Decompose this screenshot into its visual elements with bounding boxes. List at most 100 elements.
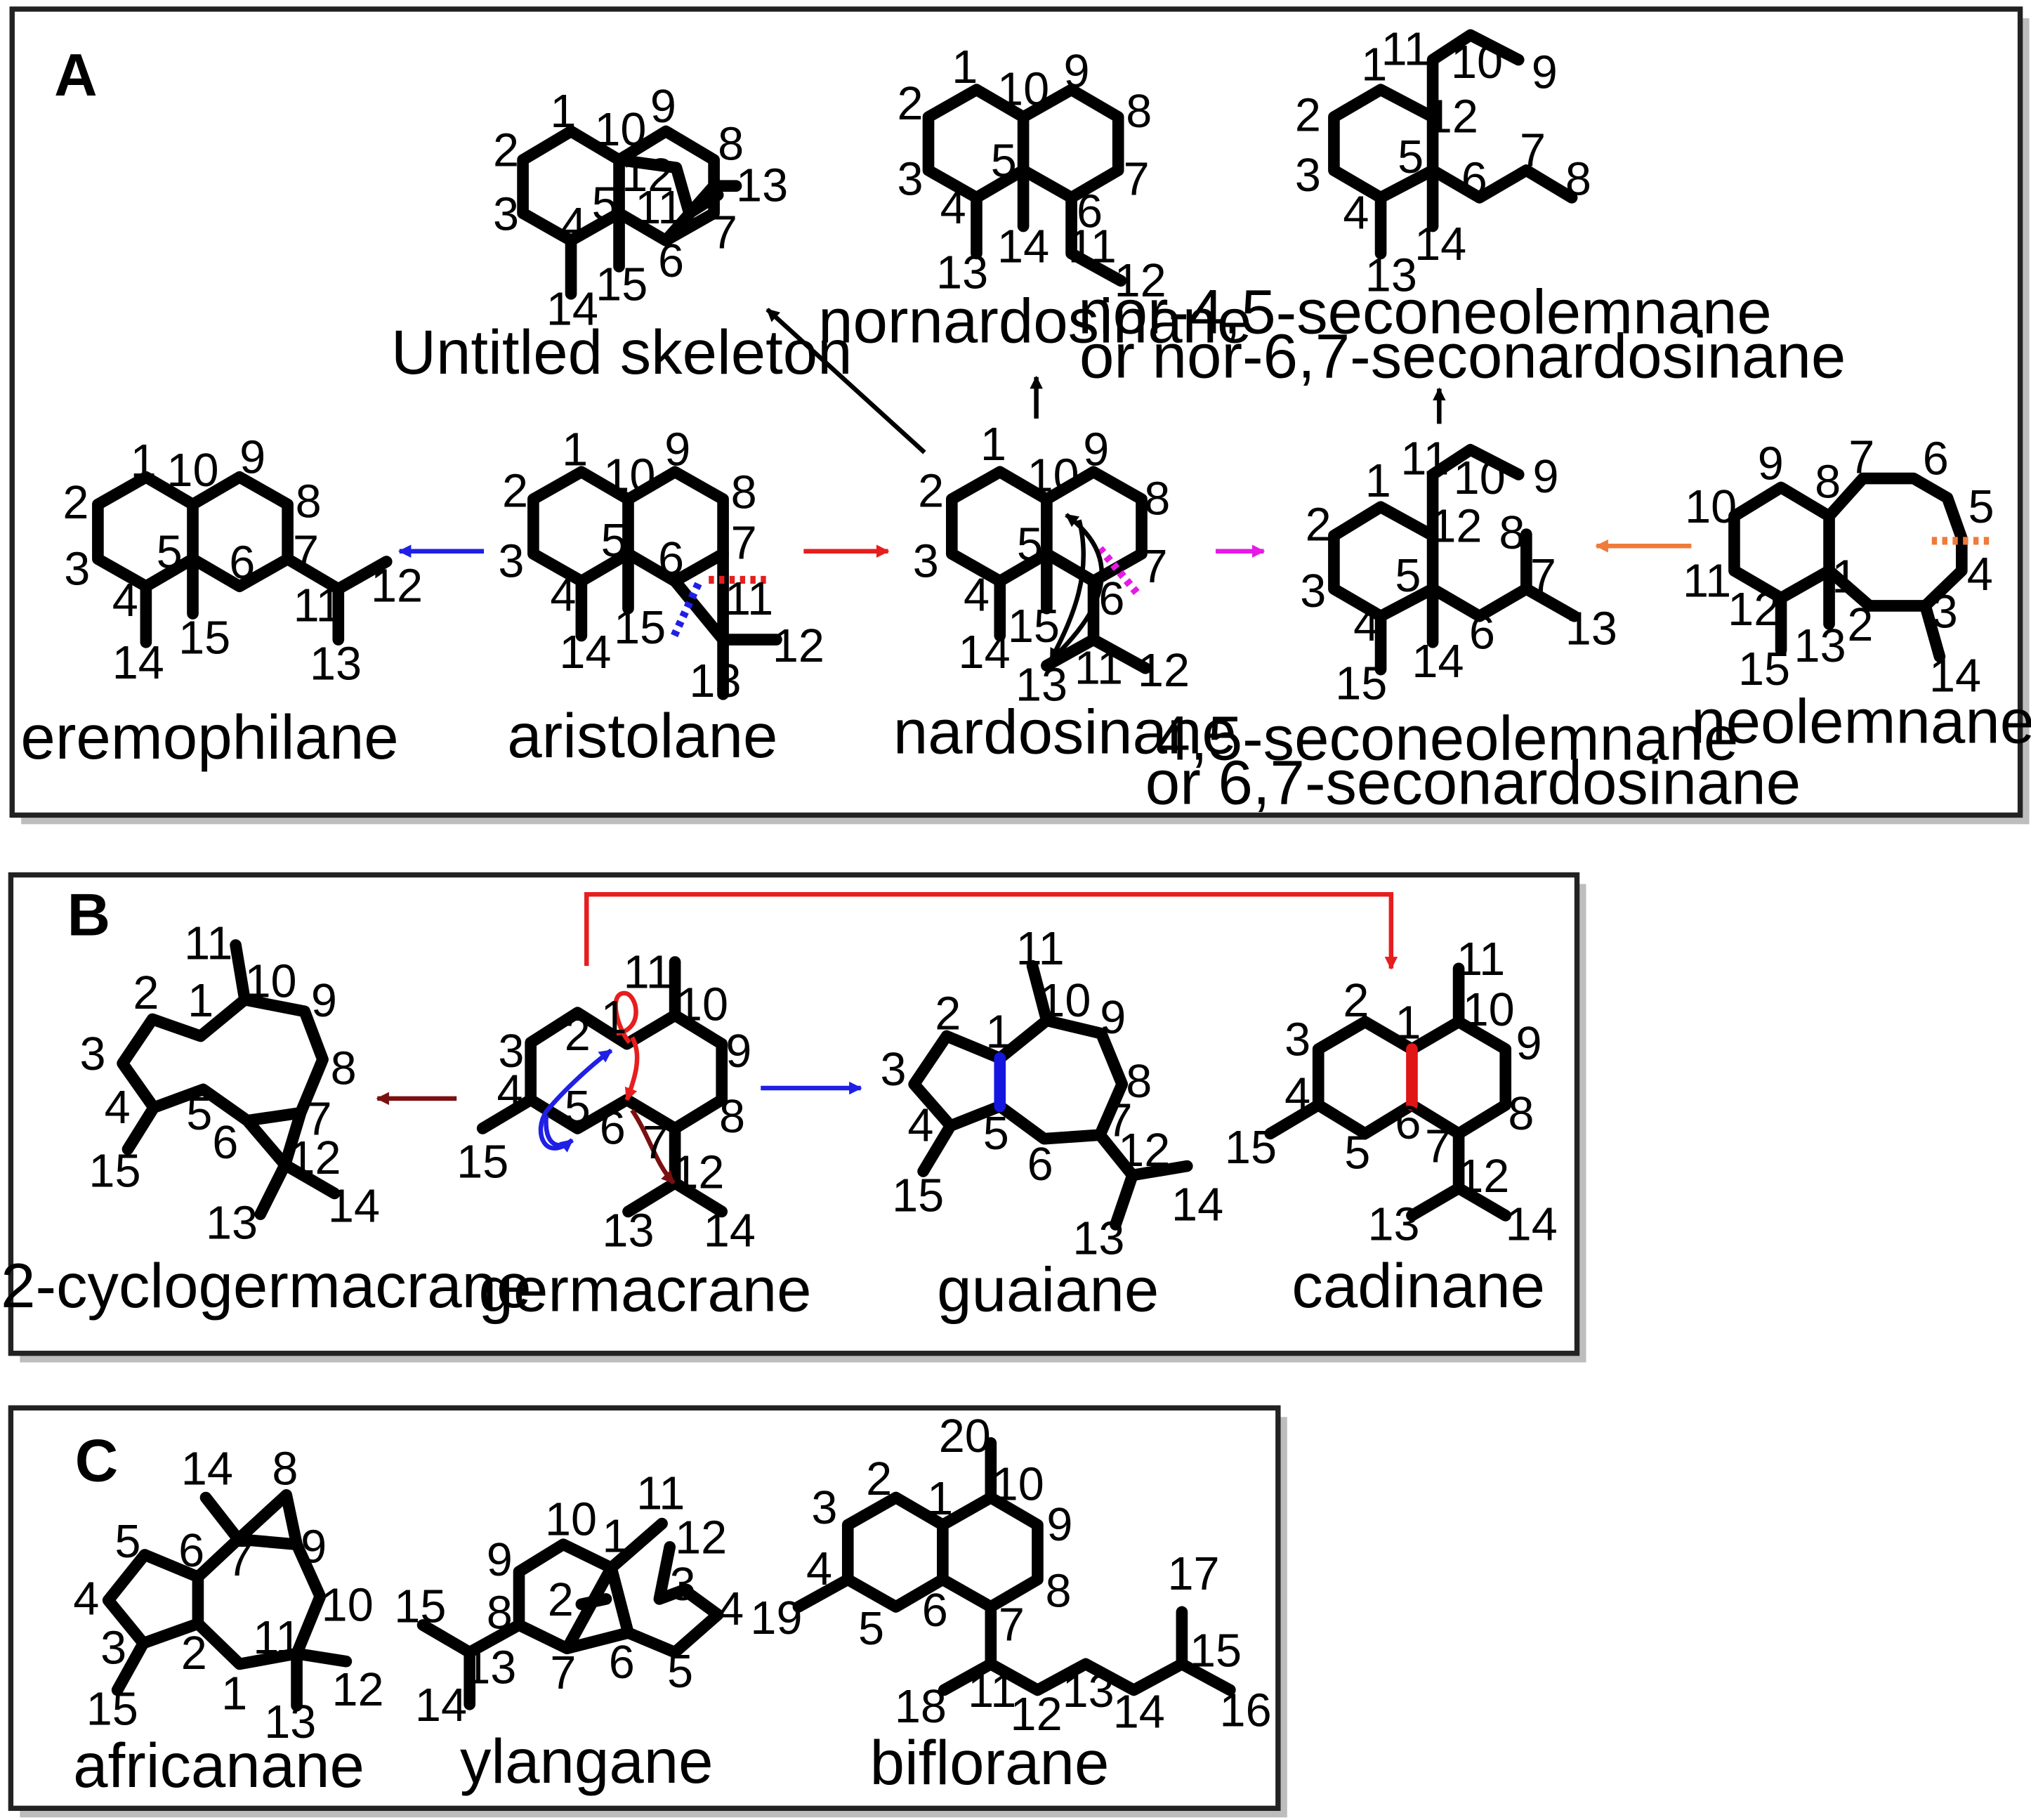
bond-path (575, 548, 782, 700)
bond-path (1017, 84, 1124, 204)
atom-number-5: 5 (1344, 1127, 1370, 1179)
atom-number-9: 9 (1100, 992, 1126, 1044)
atom-number-13: 13 (206, 1198, 258, 1250)
atom-number-6: 6 (658, 235, 684, 287)
reaction-arrow (544, 1115, 574, 1153)
atom-number-10: 10 (1027, 450, 1079, 502)
atom-number-2: 2 (898, 78, 924, 130)
atom-number-5: 5 (983, 1108, 1009, 1160)
bond-path (792, 1436, 1236, 1696)
atom-number-7: 7 (305, 1093, 331, 1145)
atom-number-15: 15 (1738, 643, 1790, 695)
atom-number-8: 8 (1815, 457, 1841, 509)
atom-number-13: 13 (1365, 249, 1417, 301)
panel-c-label: C (75, 1428, 118, 1495)
atom-number-14: 14 (415, 1680, 467, 1731)
atom-number-1: 1 (980, 419, 1006, 471)
panel-a-label: A (54, 42, 97, 109)
atom-number-11: 11 (725, 573, 773, 625)
atom-number-3: 3 (493, 188, 519, 240)
atom-number-6: 6 (1027, 1139, 1053, 1191)
bond-path (111, 1488, 353, 1712)
atom-number-1: 1 (188, 975, 213, 1027)
atom-number-14: 14 (328, 1180, 380, 1232)
reaction-arrow (538, 1048, 613, 1151)
atom-number-8: 8 (1046, 1565, 1072, 1617)
bond-path (102, 1549, 204, 1649)
compound-name: nornardosinane (818, 287, 1251, 356)
atom-number-10: 10 (1454, 452, 1506, 504)
atom-number-4: 4 (112, 575, 138, 627)
atom-number-13: 13 (1368, 1198, 1420, 1250)
atom-number-14: 14 (112, 637, 164, 689)
atom-number-14: 14 (1171, 1179, 1223, 1231)
atom-number-5: 5 (1395, 550, 1421, 602)
atom-number-12: 12 (675, 1512, 727, 1564)
atom-number-7: 7 (293, 527, 319, 579)
atom-number-4: 4 (73, 1573, 99, 1625)
atom-number-9: 9 (1046, 1499, 1072, 1551)
atom-number-10: 10 (1463, 984, 1515, 1036)
atom-number-8: 8 (272, 1443, 298, 1495)
atom-number-6: 6 (922, 1585, 948, 1637)
atom-number-10: 10 (1685, 481, 1737, 533)
panel-b-label: B (67, 882, 110, 948)
atom-number-8: 8 (296, 476, 322, 528)
atom-number-13: 13 (602, 1205, 654, 1257)
atom-number-11: 11 (1381, 23, 1430, 75)
bond-path (1374, 444, 1581, 676)
reaction-arrow (624, 1036, 640, 1101)
atom-number-6: 6 (1469, 607, 1495, 659)
atom-number-15: 15 (178, 613, 230, 665)
atom-number-4: 4 (940, 182, 966, 234)
atom-number-1: 1 (601, 992, 627, 1044)
compound-name: neolemnane (1691, 687, 2031, 757)
compound-name: guaiane (937, 1255, 1159, 1324)
atom-number-11: 11 (1400, 433, 1449, 485)
compound-name: Untitled skeleton (391, 317, 853, 387)
atom-number-11: 11 (294, 580, 342, 631)
atom-number-13: 13 (1063, 1665, 1115, 1717)
atom-number-6: 6 (1077, 186, 1103, 238)
bond-path (1041, 466, 1148, 587)
atom-number-1: 1 (952, 41, 978, 93)
atom-number-2: 2 (866, 1453, 892, 1505)
atom-number-11: 11 (1074, 642, 1123, 694)
atom-number-18: 18 (895, 1681, 947, 1733)
atom-number-14: 14 (1506, 1198, 1558, 1250)
atom-number-3: 3 (1932, 587, 1958, 639)
atom-number-15: 15 (394, 1580, 446, 1632)
atom-number-16: 16 (1220, 1685, 1272, 1737)
atom-number-2: 2 (502, 466, 528, 518)
atom-number-9: 9 (725, 1026, 751, 1078)
atom-number-3: 3 (898, 153, 924, 205)
atom-number-4: 4 (907, 1100, 933, 1152)
atom-number-2: 2 (565, 1009, 591, 1061)
atom-number-5: 5 (1017, 518, 1043, 570)
compound-name: cadinane (1291, 1251, 1545, 1321)
atom-number-13: 13 (310, 639, 362, 690)
atom-number-3: 3 (1284, 1014, 1310, 1066)
atom-number-9: 9 (239, 431, 265, 483)
atom-number-9: 9 (1083, 424, 1109, 476)
atom-number-6: 6 (600, 1102, 626, 1154)
atom-number-14: 14 (1414, 218, 1466, 270)
atom-number-11: 11 (635, 182, 683, 234)
atom-number-11: 11 (624, 946, 672, 998)
atom-number-20: 20 (939, 1410, 991, 1462)
atom-number-14: 14 (181, 1443, 233, 1495)
atom-number-2: 2 (548, 1574, 574, 1626)
bond-path (971, 164, 1127, 287)
atom-number-11: 11 (1016, 923, 1065, 975)
atom-number-1: 1 (602, 1511, 628, 1563)
atom-number-8: 8 (1126, 1056, 1152, 1108)
reaction-arrow (765, 308, 926, 454)
atom-number-12: 12 (1728, 584, 1780, 636)
atom-number-6: 6 (212, 1117, 238, 1169)
atom-number-8: 8 (1565, 153, 1591, 205)
